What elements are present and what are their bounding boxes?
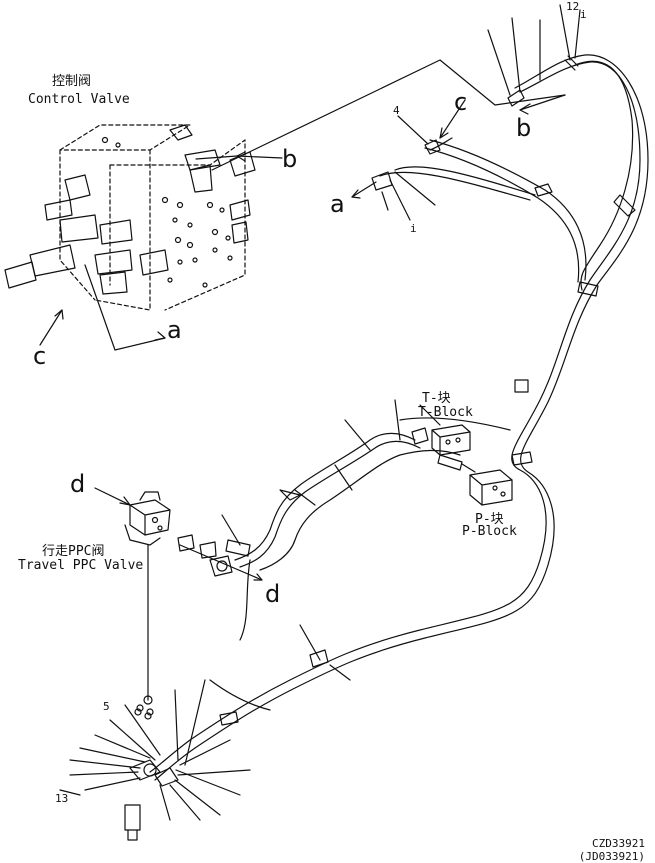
part-number-i-top: i [580,8,587,21]
letter-d-top: d [70,470,86,498]
hose-bundle-middle [225,399,463,571]
bottom-fitting-cluster [59,679,251,841]
control-valve-label-en: Control Valve [28,92,130,107]
part-number-4: 4 [393,104,400,117]
travel-ppc-valve [94,487,263,716]
valve-to-top-leader [211,59,566,171]
b-valve-arrow [236,155,283,159]
letter-c-valve: c [33,342,47,370]
c-top-arrow [439,99,466,139]
letter-d-bottom: d [265,580,281,608]
t-block-label-en: T-Block [418,405,473,420]
letter-a-left: a [330,190,345,218]
t-block-label-cn: T-块 [422,391,451,406]
part-number-13: 13 [55,792,69,805]
p-block-label-en: P-Block [462,524,517,539]
part-number-i-mid: i [410,222,417,235]
letter-a-valve: a [167,316,182,344]
letter-b-top: b [516,114,532,142]
hose-bundle-main [149,54,649,781]
travel-ppc-label-cn: 行走PPC阀 [42,544,105,559]
letter-c-top: c [454,88,468,116]
p-block [461,463,513,506]
t-block [419,404,471,456]
part-number-12: 12 [566,0,580,13]
travel-ppc-label-en: Travel PPC Valve [18,558,144,573]
letter-b-valve: b [282,145,298,173]
drawing-alt-code: (JD033921) [578,850,645,863]
control-valve-body [4,124,256,311]
p-block-label-cn: P-块 [475,512,504,527]
part-number-5: 5 [103,700,110,713]
drawing-code: CZD33921 [592,837,645,850]
top-fitting [487,4,581,115]
control-valve-label-cn: 控制阀 [52,74,92,89]
hose-clamps [219,55,636,726]
